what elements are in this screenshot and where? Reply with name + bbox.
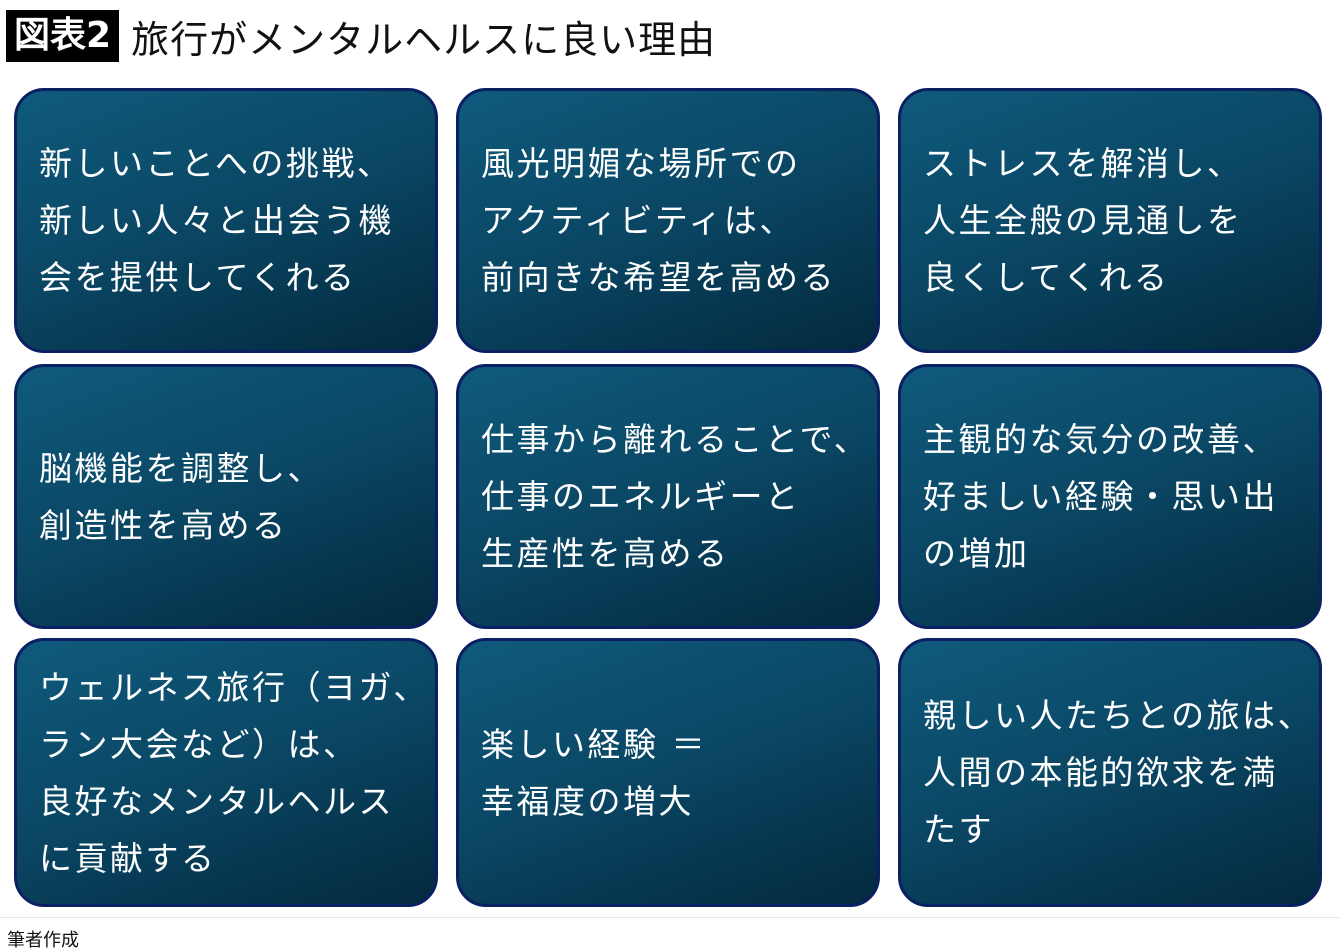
- card-text: 親しい人たちとの旅は、 人間の本能的欲求を満 たす: [923, 696, 1314, 849]
- reason-card: 風光明媚な場所での アクティビティは、 前向きな希望を高める: [456, 88, 880, 353]
- card-text: ストレスを解消し、 人生全般の見通しを 良くしてくれる: [923, 144, 1243, 297]
- page-title: 旅行がメンタルヘルスに良い理由: [131, 17, 717, 62]
- source-note: 筆者作成: [7, 930, 79, 951]
- card-text: 仕事から離れることで、 仕事のエネルギーと 生産性を高める: [481, 420, 870, 573]
- reason-card: ストレスを解消し、 人生全般の見通しを 良くしてくれる: [898, 88, 1322, 353]
- reason-card: 主観的な気分の改善、 好ましい経験・思い出 の増加: [898, 364, 1322, 629]
- card-text: 楽しい経験 ＝ 幸福度の増大: [481, 724, 707, 821]
- reason-card: 親しい人たちとの旅は、 人間の本能的欲求を満 たす: [898, 638, 1322, 907]
- card-text: 脳機能を調整し、 創造性を高める: [39, 448, 323, 545]
- reason-card: 脳機能を調整し、 創造性を高める: [14, 364, 438, 629]
- card-text: 新しいことへの挑戦、 新しい人々と出会う機 会を提供してくれる: [39, 144, 394, 297]
- card-text: 風光明媚な場所での アクティビティは、 前向きな希望を高める: [481, 144, 836, 297]
- reason-card: 新しいことへの挑戦、 新しい人々と出会う機 会を提供してくれる: [14, 88, 438, 353]
- reason-card: 楽しい経験 ＝ 幸福度の増大: [456, 638, 880, 907]
- footer-divider: [0, 917, 1340, 918]
- reason-card: ウェルネス旅行（ヨガ、 ラン大会など）は、 良好なメンタルヘルス に貢献する: [14, 638, 438, 907]
- card-text: ウェルネス旅行（ヨガ、 ラン大会など）は、 良好なメンタルヘルス に貢献する: [39, 667, 429, 878]
- card-text: 主観的な気分の改善、 好ましい経験・思い出 の増加: [923, 420, 1278, 573]
- figure-number-badge: 図表2: [6, 10, 120, 62]
- figure-title: 図表2 旅行がメンタルヘルスに良い理由: [6, 10, 716, 62]
- reason-card: 仕事から離れることで、 仕事のエネルギーと 生産性を高める: [456, 364, 880, 629]
